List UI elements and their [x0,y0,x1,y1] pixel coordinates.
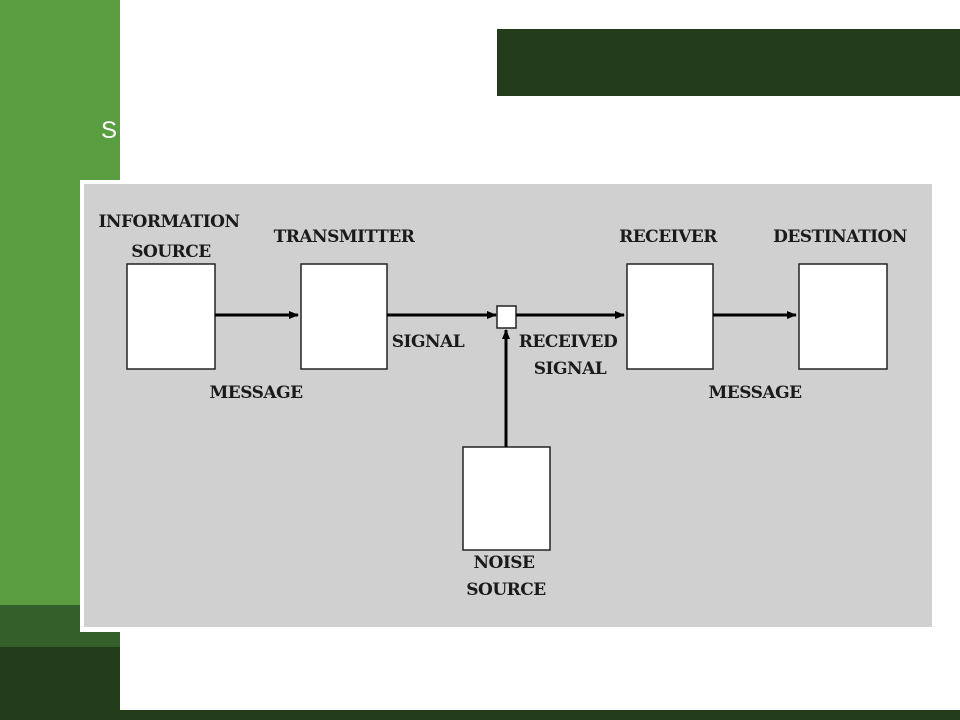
information-source-label-line1: INFORMATION [98,212,239,232]
sidebar-dark-band [0,647,120,720]
communication-diagram: INFORMATION SOURCE TRANSMITTER RECEIVER … [84,184,932,627]
receiver-label: RECEIVER [619,227,718,247]
message-label-right: MESSAGE [708,383,802,403]
received-signal-label-line2: SIGNAL [534,359,607,379]
diagram-background [84,184,932,627]
slide-body-text: S [101,117,118,144]
transmitter-box [300,263,388,370]
received-signal-label-line1: RECEIVED [519,332,618,352]
destination-label: DESTINATION [773,227,907,247]
noise-source-label-line2: SOURCE [466,580,546,600]
message-label-left: MESSAGE [209,383,303,403]
noise-source-box [462,446,551,551]
signal-label: SIGNAL [392,332,465,352]
noise-junction [496,305,517,329]
title-bar [497,29,960,96]
destination-box [798,263,888,370]
noise-source-label-line1: NOISE [473,553,535,573]
receiver-box [626,263,714,370]
transmitter-label: TRANSMITTER [274,227,416,247]
bottom-bar [120,710,960,720]
information-source-label-line2: SOURCE [131,242,211,262]
information-source-box [126,263,216,370]
